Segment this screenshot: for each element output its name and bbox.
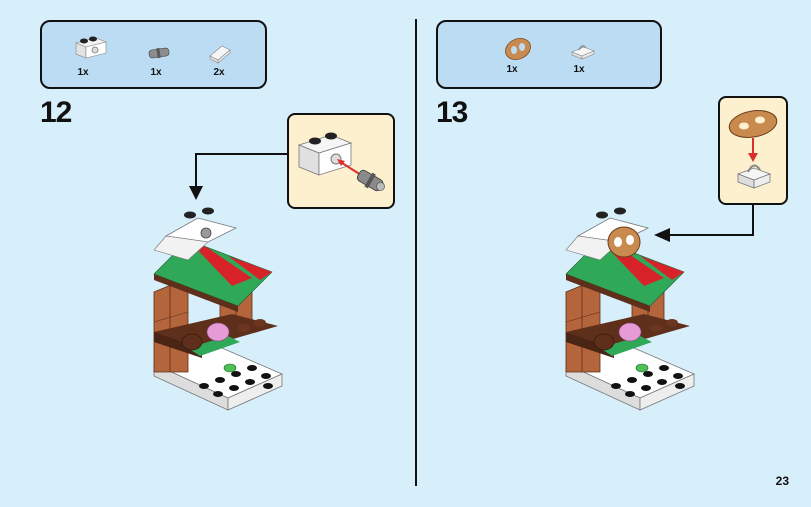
- part-qty: 1x: [573, 64, 585, 75]
- white-technic-brick-icon: [74, 34, 108, 65]
- step-divider: [415, 19, 417, 486]
- arrow-left-icon: [654, 228, 670, 242]
- grey-pin-icon: [147, 46, 171, 65]
- part-qty: 1x: [506, 64, 518, 75]
- part-qty: 2x: [213, 67, 225, 78]
- white-clip-plate-icon: [570, 40, 596, 65]
- model-step-13: [560, 202, 700, 429]
- callout-connector-line: [195, 153, 287, 155]
- step-number: 13: [436, 96, 468, 129]
- callout-connector-line: [195, 153, 197, 189]
- white-slope-icon: [208, 42, 232, 69]
- parts-list-step-13: 1x 1x: [436, 20, 662, 89]
- pretzel-clip-assembly-icon: [728, 110, 778, 189]
- pretzel-icon: [503, 36, 533, 67]
- parts-list-step-12: 1x 1x 2x: [40, 20, 267, 89]
- sub-assembly-callout-step-13: [718, 96, 788, 205]
- callout-connector-line: [752, 205, 754, 236]
- callout-connector-line: [668, 234, 754, 236]
- page-number: 23: [775, 474, 789, 488]
- part-qty: 1x: [150, 67, 162, 78]
- brick-pin-assembly-icon: [297, 132, 385, 192]
- arrow-down-icon: [189, 186, 203, 200]
- sub-assembly-callout-step-12: [287, 113, 395, 209]
- part-qty: 1x: [77, 67, 89, 78]
- model-step-12: [148, 202, 288, 429]
- step-number: 12: [40, 96, 72, 129]
